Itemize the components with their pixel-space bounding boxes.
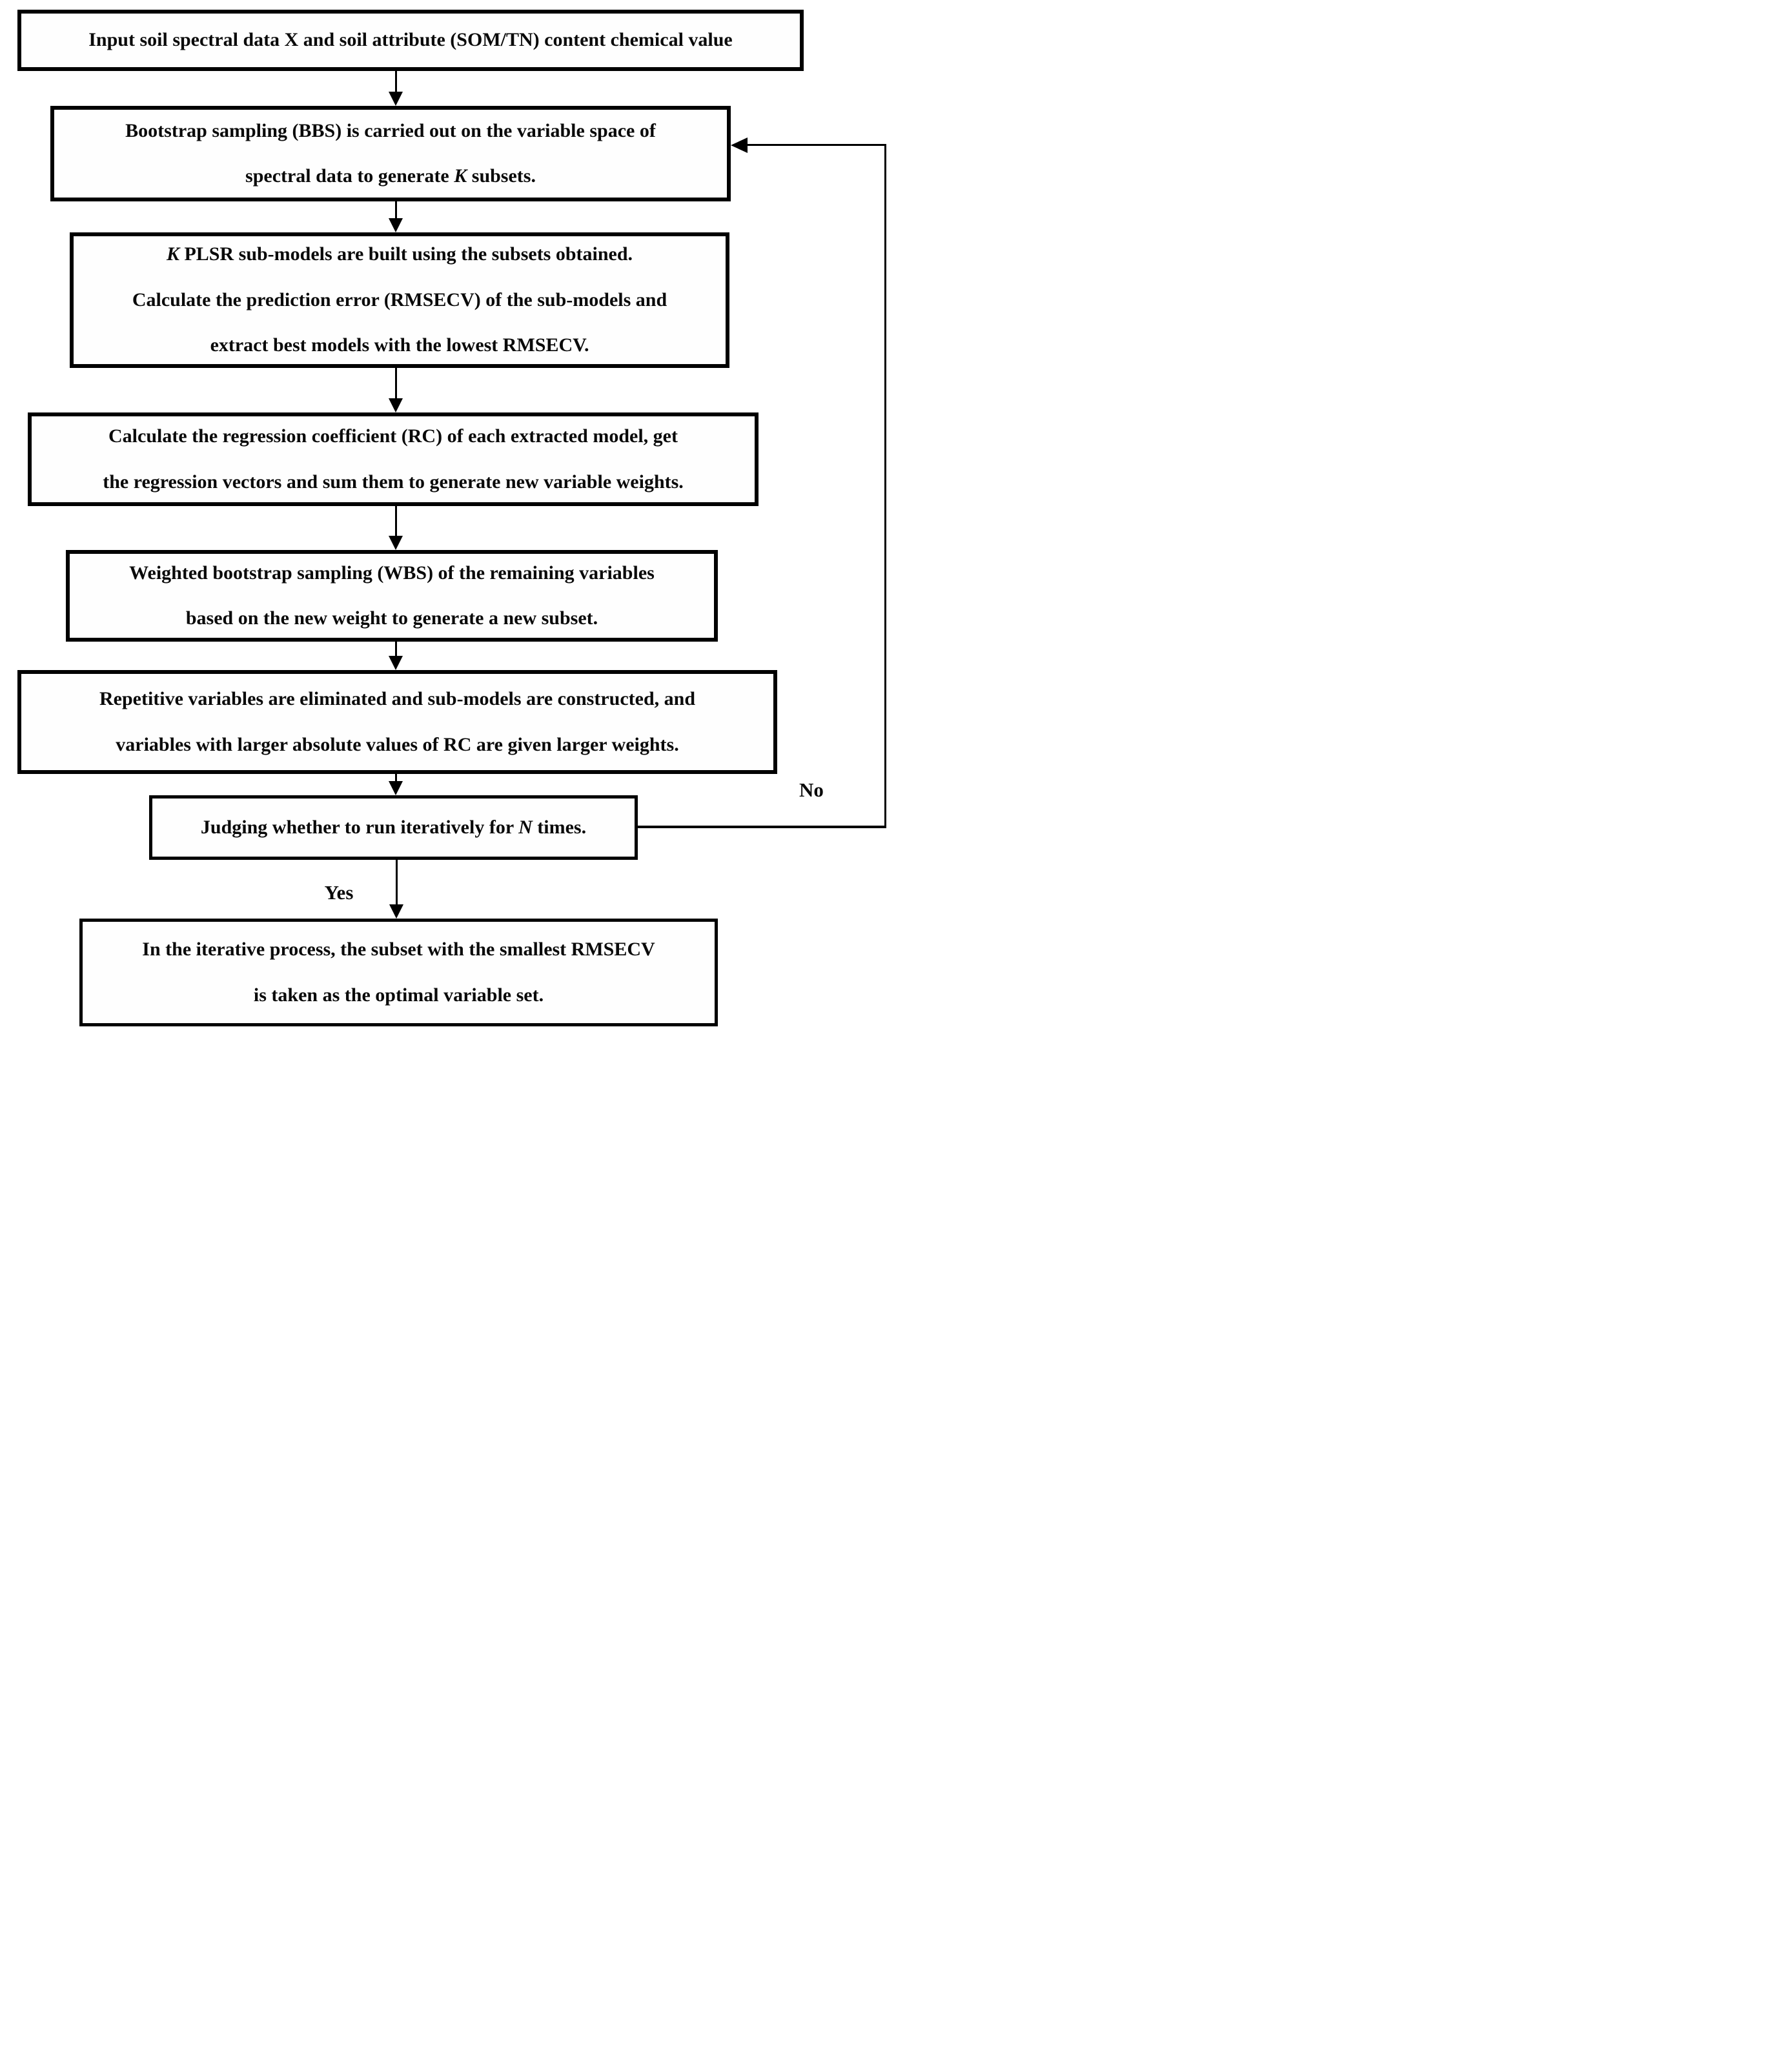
- box-text-line: Calculate the prediction error (RMSECV) …: [132, 278, 667, 323]
- flow-box-optimal: In the iterative process, the subset wit…: [79, 919, 718, 1026]
- text-segment: based on the new weight to generate a ne…: [185, 607, 598, 629]
- text-segment: PLSR sub-models are built using the subs…: [179, 243, 633, 265]
- text-segment: Calculate the regression coefficient (RC…: [108, 425, 678, 447]
- arrowhead-down-icon: [389, 904, 403, 919]
- text-segment: Bootstrap sampling (BBS) is carried out …: [125, 119, 656, 141]
- box-text-line: Bootstrap sampling (BBS) is carried out …: [125, 108, 656, 154]
- arrow-bbs-to-plsr: [395, 201, 397, 219]
- box-text-line: is taken as the optimal variable set.: [254, 973, 544, 1019]
- box-text-line: In the iterative process, the subset wit…: [142, 927, 655, 973]
- text-segment: Weighted bootstrap sampling (WBS) of the…: [129, 562, 655, 584]
- arrowhead-down-icon: [389, 781, 403, 795]
- arrowhead-left-icon: [731, 137, 748, 153]
- arrowhead-down-icon: [389, 536, 403, 550]
- feedback-line-top: [742, 144, 886, 146]
- box-text-line: extract best models with the lowest RMSE…: [210, 323, 589, 369]
- box-text-line: based on the new weight to generate a ne…: [186, 596, 598, 642]
- arrowhead-down-icon: [389, 92, 403, 106]
- arrow-judge-to-optimal: [396, 860, 398, 906]
- feedback-line-right: [884, 145, 886, 828]
- flow-box-eliminate: Repetitive variables are eliminated and …: [17, 670, 777, 774]
- arrowhead-down-icon: [389, 656, 403, 670]
- text-segment: times.: [532, 816, 587, 838]
- branch-label-yes: Yes: [324, 881, 354, 904]
- flow-box-bbs: Bootstrap sampling (BBS) is carried out …: [50, 106, 731, 201]
- flow-box-wbs: Weighted bootstrap sampling (WBS) of the…: [66, 550, 718, 642]
- branch-label-no: No: [799, 778, 824, 801]
- box-text-line: the regression vectors and sum them to g…: [103, 460, 684, 505]
- arrow-wbs-to-eliminate: [395, 642, 397, 657]
- text-segment: is taken as the optimal variable set.: [253, 984, 544, 1006]
- arrow-rc-to-wbs: [395, 506, 397, 537]
- box-text-line: Calculate the regression coefficient (RC…: [108, 414, 678, 460]
- flow-box-input: Input soil spectral data X and soil attr…: [17, 10, 804, 71]
- box-text-line: K PLSR sub-models are built using the su…: [167, 232, 633, 278]
- text-segment: Judging whether to run iteratively for: [200, 816, 519, 838]
- arrow-input-to-bbs: [395, 71, 397, 93]
- box-text-line: Input soil spectral data X and soil attr…: [88, 17, 733, 63]
- feedback-line-bottom: [638, 826, 886, 828]
- flow-box-plsr: K PLSR sub-models are built using the su…: [70, 232, 729, 368]
- text-segment-italic-k: K: [166, 243, 179, 265]
- text-segment: subsets.: [467, 165, 536, 187]
- text-segment: the regression vectors and sum them to g…: [103, 471, 684, 493]
- arrow-plsr-to-rc: [395, 368, 397, 400]
- text-segment: Repetitive variables are eliminated and …: [99, 688, 695, 709]
- arrow-eliminate-to-judge: [395, 774, 397, 782]
- flow-box-rc: Calculate the regression coefficient (RC…: [28, 412, 759, 506]
- flowchart-canvas: Input soil spectral data X and soil attr…: [0, 0, 896, 1033]
- arrowhead-down-icon: [389, 398, 403, 412]
- text-segment: In the iterative process, the subset wit…: [142, 939, 655, 960]
- text-segment: Calculate the prediction error (RMSECV) …: [132, 289, 667, 310]
- box-text-line: variables with larger absolute values of…: [116, 722, 678, 768]
- text-segment-italic-n: N: [518, 816, 533, 838]
- text-segment: extract best models with the lowest RMSE…: [210, 334, 589, 356]
- box-text-line: spectral data to generate K subsets.: [245, 154, 536, 199]
- flow-box-judge: Judging whether to run iteratively for N…: [149, 795, 638, 860]
- arrowhead-down-icon: [389, 218, 403, 232]
- text-segment: spectral data to generate: [245, 165, 454, 187]
- text-segment: variables with larger absolute values of…: [116, 733, 679, 755]
- text-segment: Input soil spectral data X and soil attr…: [88, 29, 733, 51]
- box-text-line: Weighted bootstrap sampling (WBS) of the…: [129, 551, 655, 596]
- text-segment-italic-k: K: [454, 165, 467, 187]
- box-text-line: Repetitive variables are eliminated and …: [99, 676, 695, 722]
- box-text-line: Judging whether to run iteratively for N…: [201, 805, 586, 851]
